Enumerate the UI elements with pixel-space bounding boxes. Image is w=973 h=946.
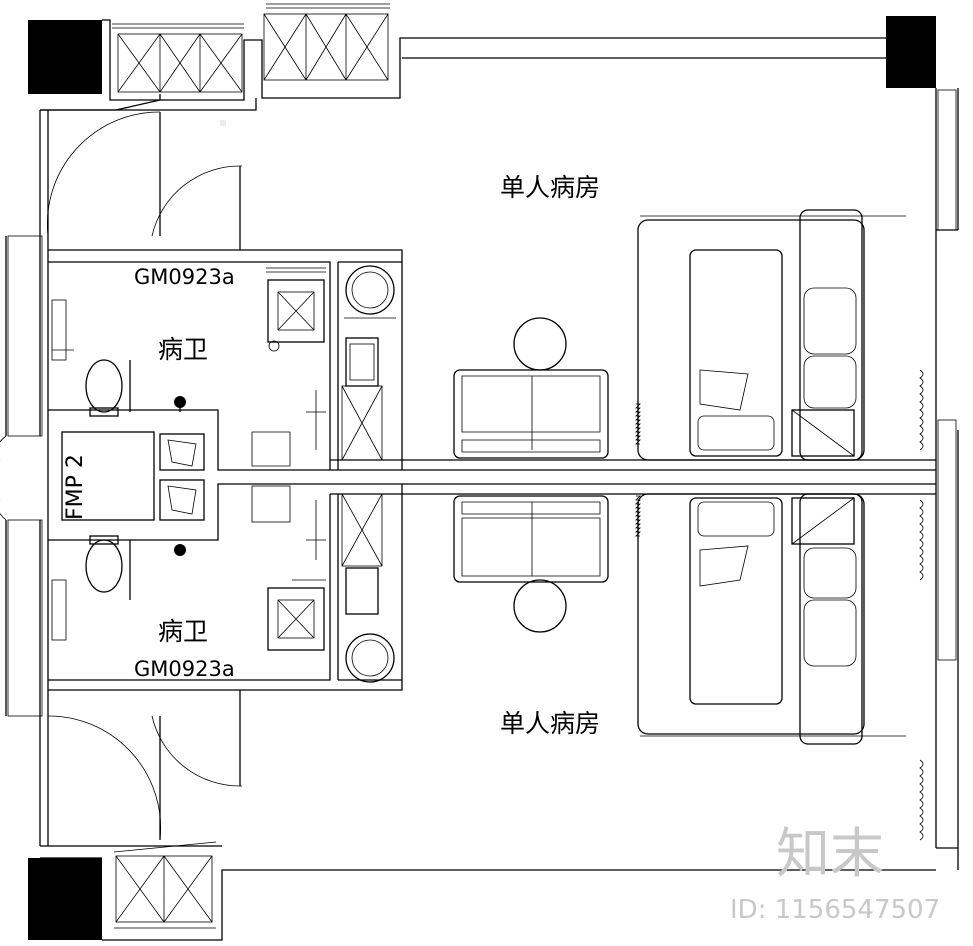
sink-bottom: [341, 493, 395, 683]
door-bath-top: [151, 165, 243, 250]
column-bottom-left: [28, 858, 102, 940]
door-tag-bottom: GM0923a: [134, 657, 235, 681]
bed-top: [637, 209, 906, 461]
column-top-left: [28, 20, 102, 94]
window-top-middle: [263, 3, 390, 81]
grab-bars-top: [129, 360, 326, 467]
shower-bottom: [267, 579, 326, 651]
table-top: [513, 317, 567, 371]
table-bottom: [513, 579, 567, 633]
room-label-bath-bottom: 病卫: [158, 617, 208, 646]
door-entry-top: [47, 111, 161, 237]
window-top-left: [112, 23, 244, 93]
toilet-bottom: [51, 535, 123, 641]
bed-bottom: [637, 493, 906, 745]
room-label-ward-top: 单人病房: [500, 173, 600, 202]
sofa-bottom: [453, 495, 609, 583]
shaft-label: FMP 2: [63, 454, 88, 520]
room-label-ward-bottom: 单人病房: [500, 709, 600, 738]
door-bath-bottom: [151, 690, 243, 787]
door-corridor: [0, 435, 7, 521]
shower-top: [266, 267, 326, 352]
grab-bars-bottom: [129, 485, 326, 600]
outer-walls: [5, 19, 959, 941]
sofa-top: [453, 369, 609, 459]
room-label-bath-top: 病卫: [158, 335, 208, 364]
door-tag-top: GM0923a: [134, 265, 235, 289]
watermark-logo: 知末: [776, 822, 884, 885]
radiators: [635, 369, 924, 841]
watermark-pattern: [220, 120, 226, 126]
watermark-id: ID: 1156547507: [730, 895, 940, 925]
door-entry-bottom: [47, 715, 161, 841]
toilet-top: [51, 299, 123, 417]
sink-top: [341, 265, 396, 461]
partitions: [39, 236, 936, 706]
window-bottom-left: [113, 841, 217, 929]
column-top-right: [886, 16, 936, 88]
